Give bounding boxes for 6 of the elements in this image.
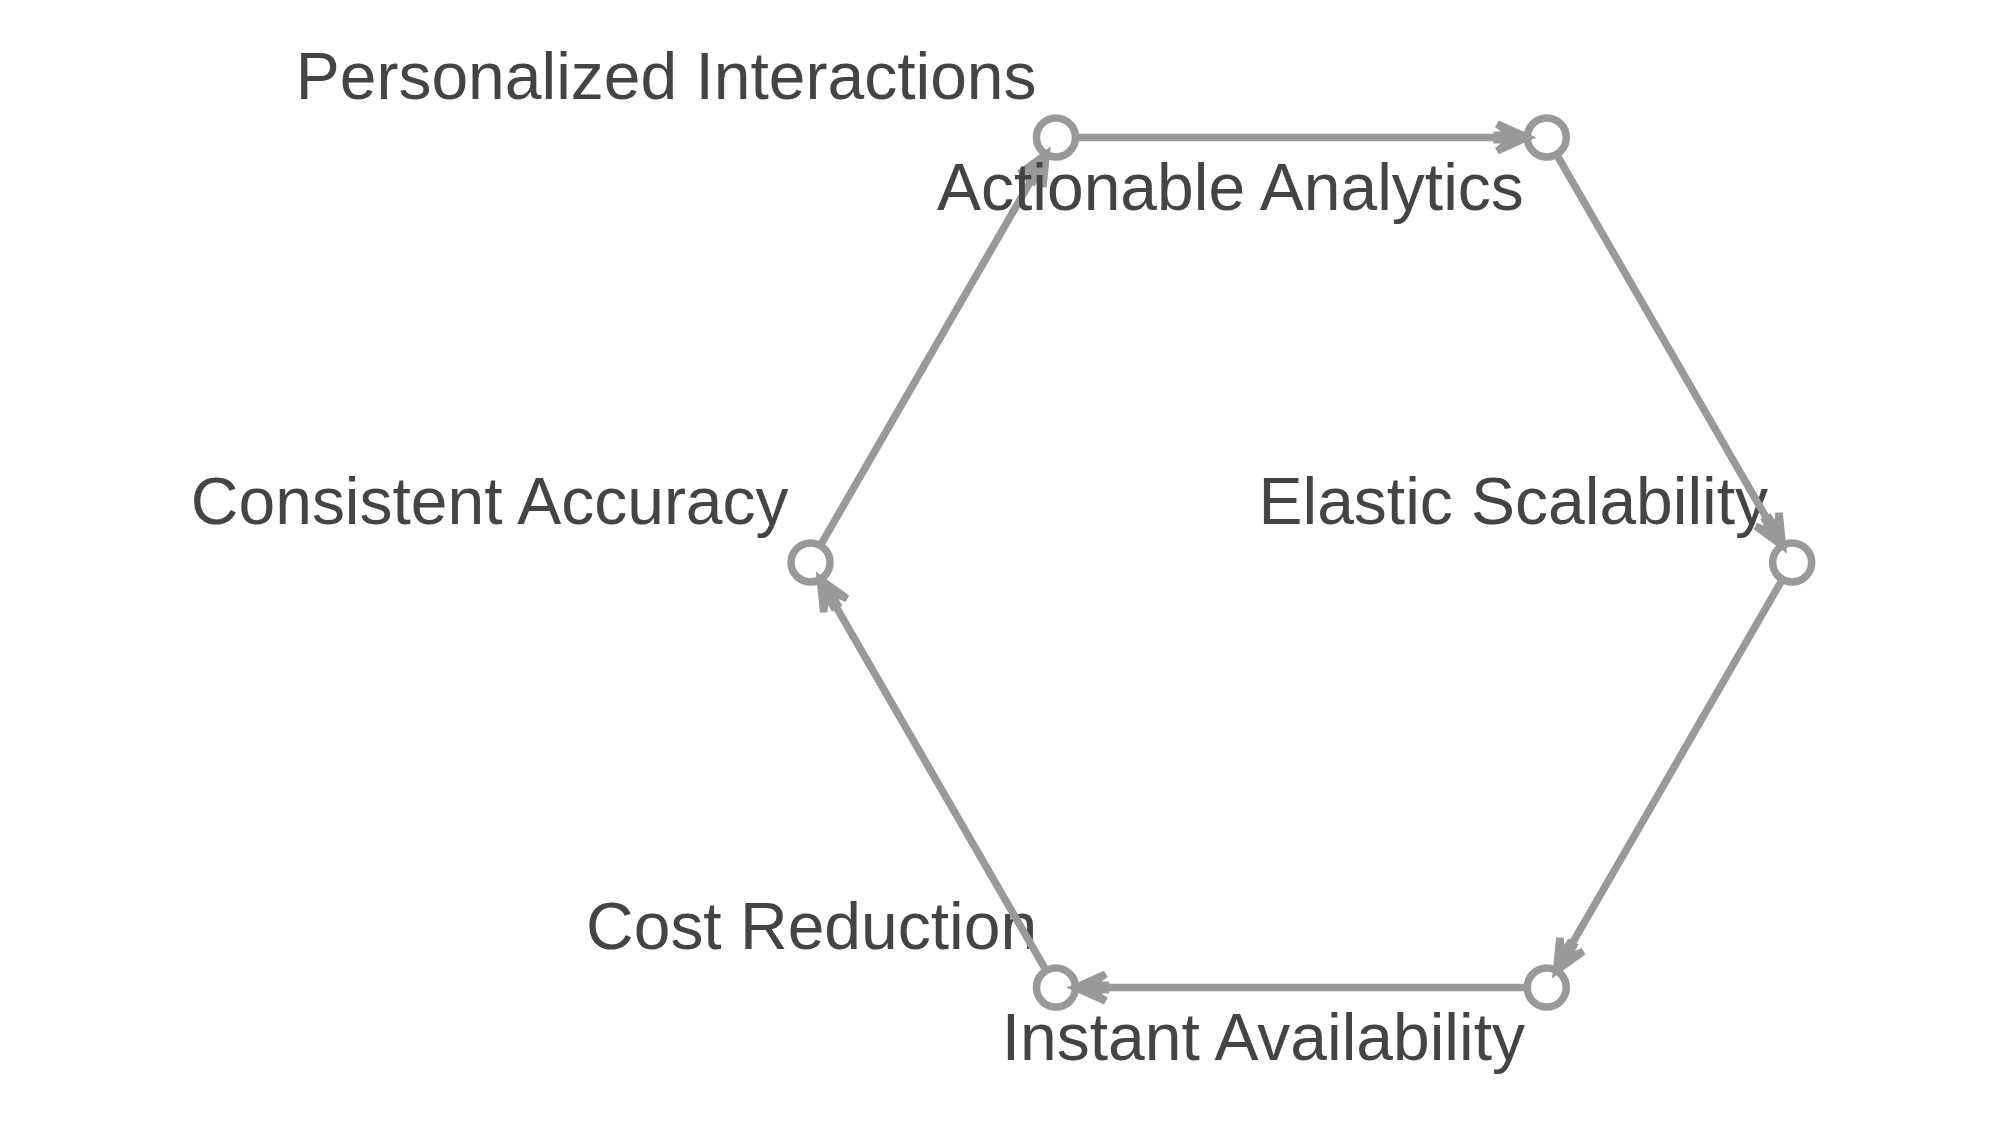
node-label: Actionable Analytics bbox=[937, 149, 1524, 224]
node-label: Personalized Interactions bbox=[295, 38, 1037, 113]
node-label: Cost Reduction bbox=[586, 888, 1038, 963]
node-label: Elastic Scalability bbox=[1258, 463, 1769, 538]
node-label: Consistent Accuracy bbox=[190, 463, 789, 538]
node-label: Instant Availability bbox=[1001, 999, 1525, 1074]
